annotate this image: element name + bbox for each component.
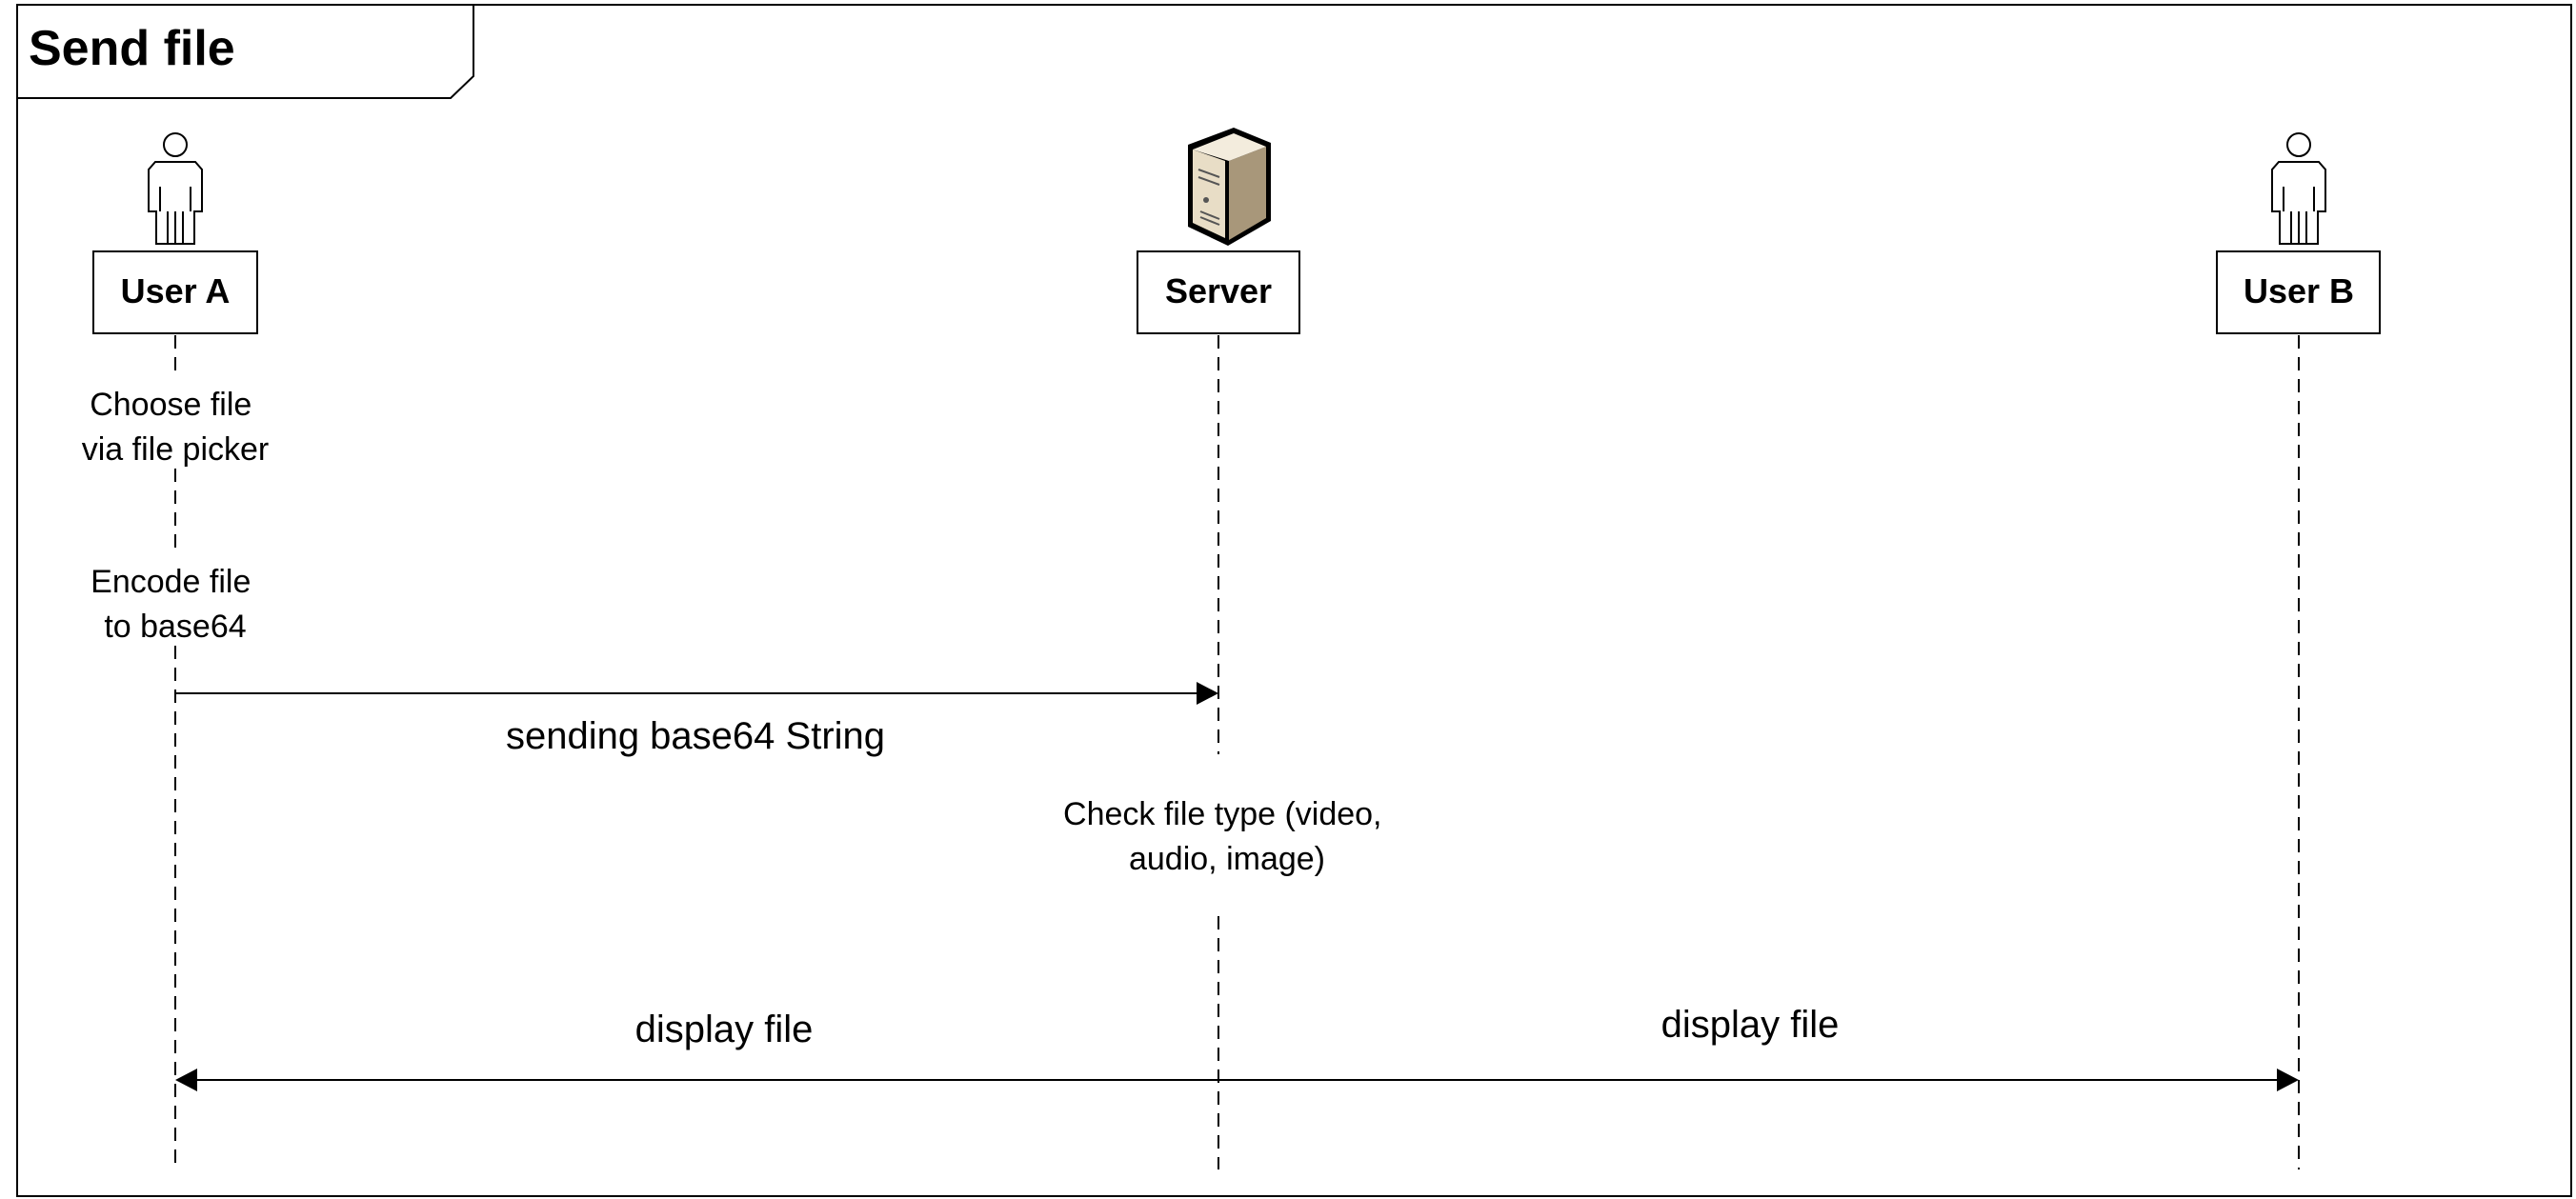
- message-send-base64: sending base64 String: [175, 682, 1218, 757]
- participant-box-user-b: [2216, 250, 2381, 334]
- participant-box-user-a: [92, 250, 258, 334]
- note-check-type: Check file type (video, audio, image): [1063, 796, 1391, 877]
- arrowhead-right: [1197, 682, 1218, 705]
- frame-title-tab: [17, 5, 474, 99]
- message-display-file-right-label: display file: [1661, 1004, 1840, 1046]
- note-encode-file-line-2: to base64: [104, 609, 246, 645]
- participant-server: Server: [1137, 128, 1300, 334]
- diagram-frame: [16, 4, 2572, 1197]
- participant-user-b: User B: [2216, 132, 2381, 334]
- note-encode-file-line-1: Encode file: [91, 564, 251, 600]
- message-display-file-left-label: display file: [635, 1009, 814, 1050]
- note-check-type-line-2: audio, image): [1129, 841, 1325, 877]
- frame-title: Send file: [29, 21, 235, 76]
- user-icon: [148, 132, 203, 245]
- server-icon: [1188, 128, 1271, 246]
- note-choose-file-line-1: Choose file: [90, 387, 252, 423]
- note-choose-file: Choose file via file picker: [82, 387, 270, 468]
- participant-label-user-b: User B: [2244, 271, 2354, 310]
- note-choose-file-line-2: via file picker: [82, 431, 270, 468]
- arrowhead-right: [2277, 1069, 2299, 1091]
- note-check-type-line-1: Check file type (video,: [1063, 796, 1382, 832]
- note-encode-file: Encode file to base64: [91, 564, 260, 645]
- message-display-file: display file display file: [175, 1004, 2299, 1091]
- participant-box-server: [1137, 250, 1300, 334]
- user-icon: [2271, 132, 2326, 245]
- participant-label-user-a: User A: [121, 271, 231, 310]
- message-send-base64-label: sending base64 String: [506, 715, 885, 757]
- participant-label-server: Server: [1165, 271, 1272, 310]
- participant-user-a: User A: [92, 132, 258, 334]
- arrowhead-left: [175, 1069, 197, 1091]
